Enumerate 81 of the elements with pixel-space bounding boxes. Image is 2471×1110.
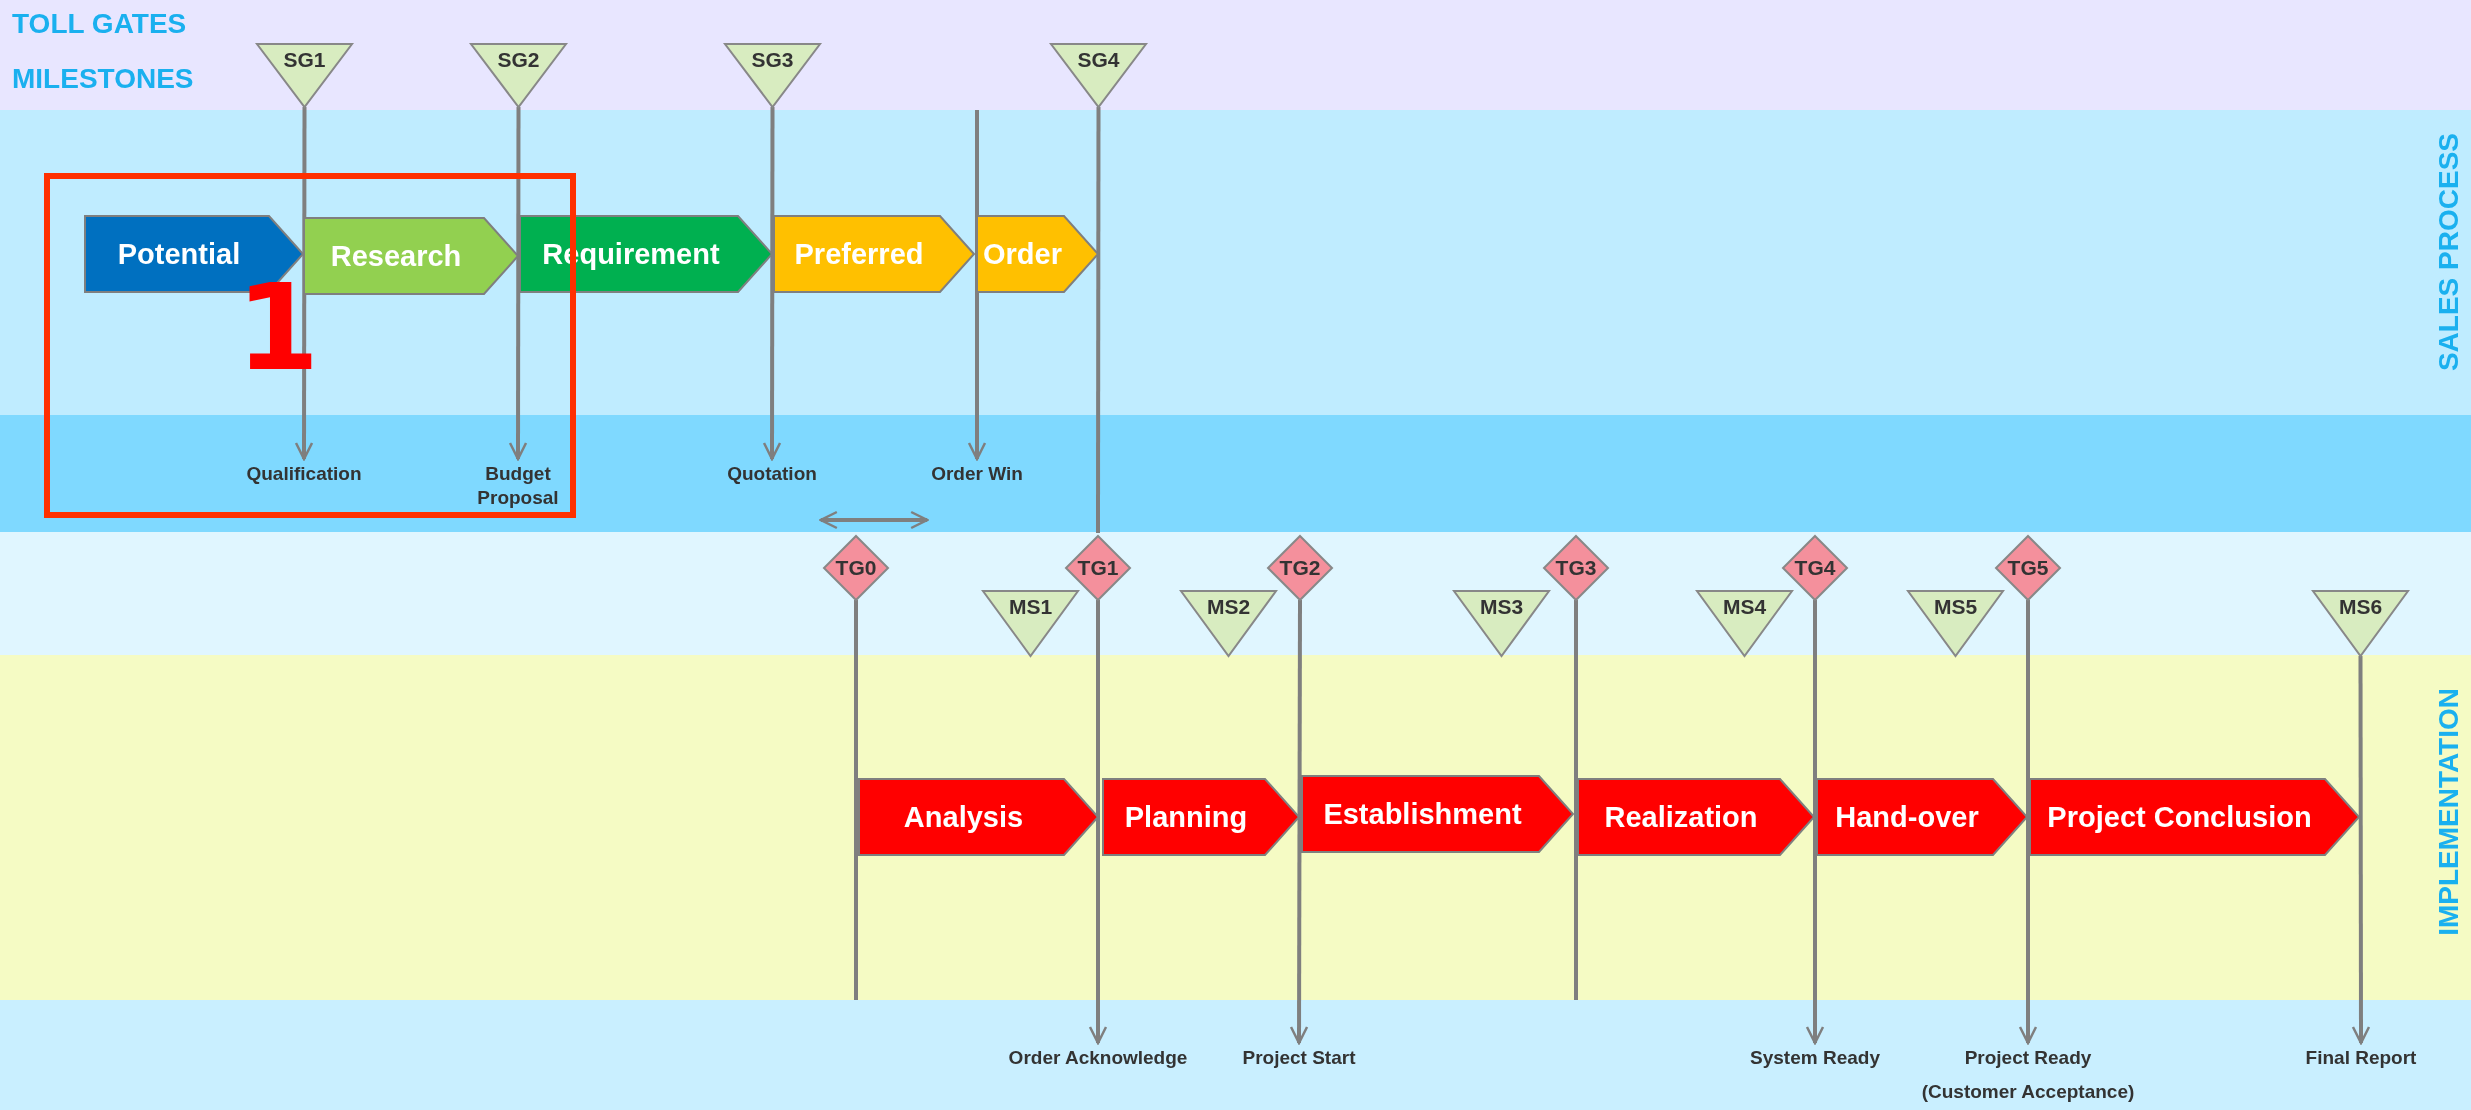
toll-gate-diamond bbox=[824, 536, 888, 600]
swimlane-band bbox=[0, 0, 2471, 110]
lane-title: TOLL GATES bbox=[12, 8, 187, 40]
toll-gate-label: TG3 bbox=[1555, 556, 1597, 580]
milestone-triangle bbox=[725, 44, 820, 107]
milestone-caption: Order Acknowledge bbox=[1008, 1046, 1188, 1070]
stage-label: Realization bbox=[1604, 800, 1758, 834]
milestone-triangle bbox=[1051, 44, 1146, 107]
milestone-triangle bbox=[1181, 591, 1276, 656]
lane-title: MILESTONES bbox=[12, 63, 194, 95]
milestone-triangle bbox=[983, 591, 1078, 656]
arrow bbox=[1289, 600, 1309, 1045]
milestone-caption: Qualification bbox=[246, 462, 362, 486]
stage-label: Order bbox=[983, 237, 1062, 271]
swimlane-band bbox=[0, 110, 2471, 415]
toll-gate-diamond bbox=[1544, 536, 1608, 600]
milestone-triangle bbox=[257, 44, 352, 107]
swimlane-band bbox=[0, 655, 2471, 1000]
connector-line bbox=[1574, 600, 1578, 1000]
milestone-label: SG1 bbox=[283, 48, 326, 72]
toll-gate-label: TG4 bbox=[1794, 556, 1836, 580]
milestone-label: MS5 bbox=[1933, 595, 1978, 619]
milestone-label: MS4 bbox=[1722, 595, 1767, 619]
milestone-caption: Budget Proposal bbox=[473, 462, 563, 510]
milestone-caption: System Ready bbox=[1750, 1046, 1880, 1070]
process-step bbox=[1302, 776, 1573, 852]
stage-label: Potential bbox=[117, 237, 241, 271]
process-step bbox=[1103, 779, 1299, 855]
stage-label: Planning bbox=[1124, 800, 1248, 834]
milestone-label: MS1 bbox=[1008, 595, 1053, 619]
milestone-caption: Final Report bbox=[2305, 1046, 2417, 1070]
milestone-label: SG3 bbox=[751, 48, 794, 72]
arrow bbox=[2018, 600, 2038, 1045]
toll-gate-diamond bbox=[1268, 536, 1332, 600]
lane-title: SALES PROCESS bbox=[2433, 132, 2465, 371]
milestone-label: MS3 bbox=[1479, 595, 1524, 619]
milestone-caption: Project Ready bbox=[1963, 1046, 2093, 1070]
milestone-label: MS2 bbox=[1206, 595, 1251, 619]
milestone-caption: Order Win bbox=[931, 462, 1023, 486]
milestone-label: SG4 bbox=[1077, 48, 1120, 72]
stage-label: Establishment bbox=[1323, 797, 1522, 831]
toll-gate-label: TG2 bbox=[1279, 556, 1321, 580]
arrow bbox=[819, 510, 929, 530]
process-step bbox=[1817, 779, 2027, 855]
milestone-label: SG2 bbox=[497, 48, 540, 72]
process-step bbox=[859, 779, 1098, 855]
process-step bbox=[774, 216, 974, 292]
toll-gate-label: TG1 bbox=[1077, 556, 1119, 580]
milestone-caption: Project Start bbox=[1242, 1046, 1356, 1070]
callout-number: 1 bbox=[236, 268, 320, 388]
arrow bbox=[2351, 656, 2371, 1045]
stage-label: Research bbox=[330, 239, 462, 273]
milestone-triangle bbox=[1908, 591, 2003, 656]
milestone-triangle bbox=[1697, 591, 1792, 656]
milestone-triangle bbox=[2313, 591, 2408, 656]
toll-gate-diamond bbox=[1996, 536, 2060, 600]
toll-gate-diamond bbox=[1783, 536, 1847, 600]
arrow bbox=[967, 110, 987, 461]
milestone-caption: (Customer Acceptance) bbox=[1921, 1080, 2135, 1104]
process-step bbox=[2030, 779, 2359, 855]
milestone-label: MS6 bbox=[2338, 595, 2383, 619]
stage-label: Project Conclusion bbox=[2047, 800, 2312, 834]
connector-line bbox=[854, 600, 858, 1000]
lane-title: IMPLEMENTATION bbox=[2433, 687, 2465, 936]
stage-label: Analysis bbox=[903, 800, 1024, 834]
stage-label: Preferred bbox=[794, 237, 924, 271]
arrow bbox=[1088, 600, 1108, 1045]
process-step bbox=[977, 216, 1098, 292]
milestone-triangle bbox=[1454, 591, 1549, 656]
toll-gate-diamond bbox=[1066, 536, 1130, 600]
connector-line bbox=[1096, 107, 1101, 533]
arrow bbox=[294, 107, 314, 461]
toll-gate-label: TG0 bbox=[835, 556, 877, 580]
arrow bbox=[762, 107, 782, 461]
arrow bbox=[1805, 600, 1825, 1045]
toll-gate-label: TG5 bbox=[2007, 556, 2049, 580]
milestone-triangle bbox=[471, 44, 566, 107]
process-step bbox=[1578, 779, 1814, 855]
milestone-caption: Quotation bbox=[727, 462, 817, 486]
stage-label: Hand-over bbox=[1835, 800, 1979, 834]
arrow bbox=[508, 107, 528, 461]
